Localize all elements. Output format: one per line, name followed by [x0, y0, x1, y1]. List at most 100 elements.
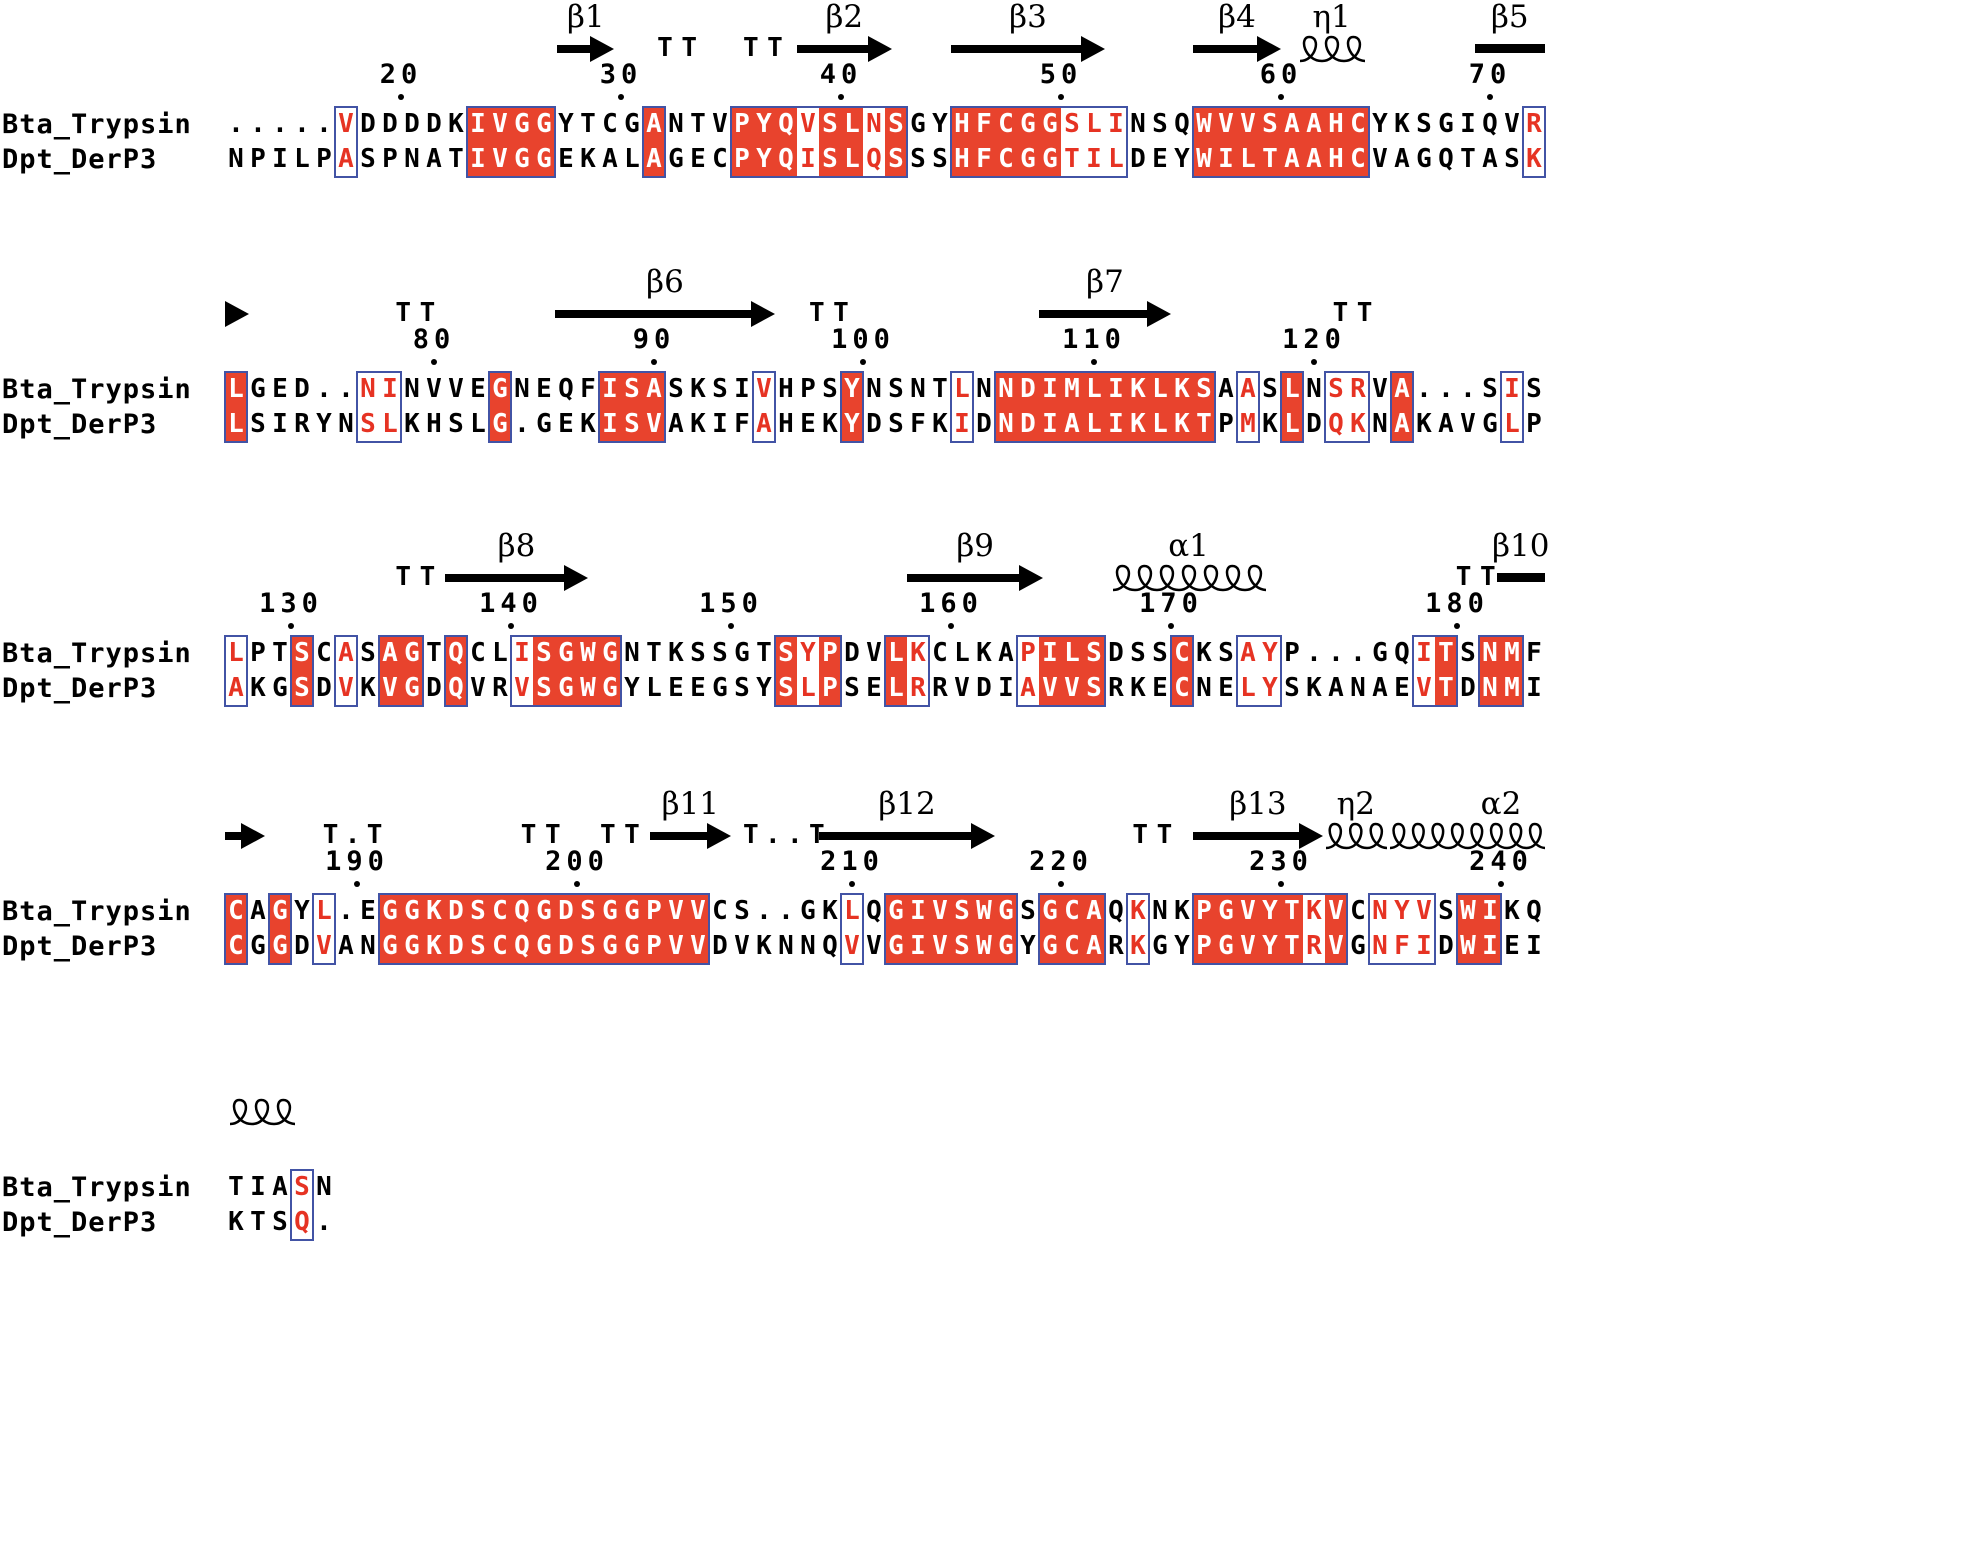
- residue-cell: N: [514, 374, 530, 404]
- residue-cell: N: [1479, 636, 1501, 671]
- residue-cell: W: [1193, 107, 1215, 142]
- residue-cell: S: [577, 894, 599, 929]
- residue-cell: C: [1171, 671, 1193, 706]
- residue-cell: K: [910, 638, 926, 668]
- residue-number: 160: [919, 588, 983, 619]
- residue-cell: I: [250, 1172, 266, 1202]
- residue-cell: G: [536, 409, 552, 439]
- residue-cell: Y: [753, 142, 775, 177]
- residue-cell: N: [338, 409, 354, 439]
- residue-cell: A: [643, 372, 665, 407]
- residue-cell: A: [338, 931, 354, 961]
- residue-cell: L: [1281, 407, 1303, 442]
- residue-cell: S: [1262, 374, 1278, 404]
- residue-cell: L: [841, 142, 863, 177]
- residue-cell: G: [555, 671, 577, 706]
- residue-cell: W: [577, 636, 599, 671]
- residue-cell: R: [1306, 931, 1322, 961]
- residue-cell: E: [690, 144, 706, 174]
- residue-cell: G: [1039, 929, 1061, 964]
- residue-cell: G: [800, 896, 816, 926]
- strand-arrowhead-icon: [1081, 36, 1105, 62]
- residue-cell: G: [1350, 931, 1366, 961]
- residue-cell: L: [624, 144, 640, 174]
- ss-label: η1: [1312, 0, 1351, 35]
- residue-cell: D: [1130, 144, 1146, 174]
- residue-cell: G: [511, 107, 533, 142]
- residue-cell: I: [467, 142, 489, 177]
- residue-cell: K: [976, 638, 992, 668]
- residue-cell: R: [1108, 931, 1124, 961]
- residue-cell: A: [756, 409, 772, 439]
- residue-cell: .: [316, 1207, 332, 1237]
- turn-mark: T: [833, 298, 849, 328]
- residue-cell: V: [954, 673, 970, 703]
- residue-cell: L: [1083, 407, 1105, 442]
- residue-cell: D: [555, 929, 577, 964]
- residue-cell: I: [1460, 109, 1476, 139]
- residue-cell: E: [272, 374, 288, 404]
- residue-cell: Y: [624, 673, 640, 703]
- residue-cell: Q: [294, 1207, 310, 1237]
- residue-cell: P: [316, 144, 332, 174]
- residue-cell: K: [1196, 638, 1212, 668]
- residue-cell: T: [250, 1207, 266, 1237]
- residue-cell: V: [448, 374, 464, 404]
- turn-mark: T: [1479, 562, 1496, 592]
- residue-cell: K: [1416, 409, 1432, 439]
- residue-number: 130: [259, 588, 323, 619]
- residue-cell: D: [1017, 372, 1039, 407]
- residue-number: 180: [1425, 588, 1489, 619]
- residue-cell: S: [690, 638, 706, 668]
- residue-cell: V: [929, 894, 951, 929]
- residue-number: 30: [599, 59, 643, 90]
- residue-cell: V: [756, 374, 772, 404]
- residue-cell: A: [1372, 673, 1388, 703]
- residue-cell: S: [1460, 638, 1476, 668]
- residue-cell: K: [932, 409, 948, 439]
- residue-cell: F: [973, 107, 995, 142]
- residue-cell: A: [1281, 142, 1303, 177]
- residue-cell: S: [448, 409, 464, 439]
- residue-cell: I: [907, 929, 929, 964]
- sequence-label: Bta_Trypsin: [2, 896, 192, 927]
- residue-number: 70: [1468, 59, 1512, 90]
- residue-cell: A: [1394, 144, 1410, 174]
- residue-cell: A: [1482, 144, 1498, 174]
- residue-cell: M: [1061, 372, 1083, 407]
- residue-cell: A: [1303, 142, 1325, 177]
- residue-cell: D: [445, 894, 467, 929]
- residue-cell: Y: [1262, 638, 1278, 668]
- turn-mark: T: [599, 820, 616, 850]
- ss-label: β10: [1492, 528, 1550, 564]
- residue-cell: V: [1237, 894, 1259, 929]
- residue-cell: T: [228, 1172, 244, 1202]
- residue-cell: T: [1064, 144, 1080, 174]
- residue-cell: A: [338, 144, 354, 174]
- residue-cell: G: [511, 142, 533, 177]
- residue-cell: V: [687, 929, 709, 964]
- residue-cell: S: [467, 894, 489, 929]
- residue-number: 100: [831, 324, 895, 355]
- residue-cell: V: [338, 109, 354, 139]
- residue-cell: Q: [1394, 638, 1410, 668]
- residue-cell: I: [1526, 931, 1542, 961]
- residue-cell: S: [1152, 638, 1168, 668]
- residue-cell: L: [1108, 144, 1124, 174]
- residue-cell: P: [819, 671, 841, 706]
- residue-cell: V: [1416, 673, 1432, 703]
- residue-cell: G: [668, 144, 684, 174]
- beta-strand-arrow: [445, 574, 568, 582]
- residue-cell: T: [1259, 142, 1281, 177]
- strand-arrowhead-icon: [1298, 823, 1323, 849]
- residue-number: 210: [820, 846, 884, 877]
- ss-label: β11: [661, 786, 719, 822]
- residue-cell: S: [294, 1172, 310, 1202]
- residue-cell: Q: [445, 636, 467, 671]
- residue-cell: L: [1061, 636, 1083, 671]
- residue-cell: V: [1237, 107, 1259, 142]
- residue-cell: L: [316, 896, 332, 926]
- residue-cell: V: [665, 894, 687, 929]
- residue-cell: S: [885, 107, 907, 142]
